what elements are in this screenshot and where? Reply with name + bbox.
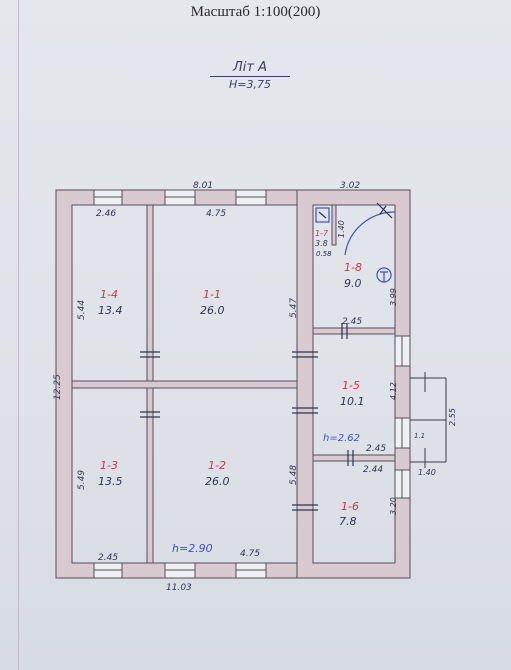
- annex-wall: [296, 189, 411, 579]
- room-area-1-3: 13.5: [98, 475, 123, 488]
- dim-r13-h: 5.49: [77, 470, 87, 490]
- height-main: h=2.90: [172, 542, 213, 555]
- bathtub-arc-icon: [344, 211, 396, 256]
- litera-title: Літ А: [210, 60, 290, 77]
- room-area-1-2: 26.0: [205, 475, 230, 488]
- room-label-1-1: 1-1: [203, 288, 221, 301]
- dim-r18-w: 2.45: [342, 317, 362, 327]
- partitions: [71, 204, 396, 564]
- room-label-1-4: 1-4: [100, 288, 118, 301]
- room-label-1-7: 1-7: [315, 229, 329, 238]
- room-area-1-5: 10.1: [340, 395, 365, 408]
- dim-r18-h: 3.99: [389, 288, 398, 306]
- doors: [140, 323, 354, 511]
- toilet-icon: [376, 267, 392, 283]
- dim-r11-w: 4.75: [206, 209, 226, 219]
- dim-r15-h: 4.12: [389, 382, 398, 400]
- litera-stamp: Літ А Н=3,75: [210, 60, 290, 91]
- scale-caption: Масштаб 1:100(200): [190, 4, 321, 20]
- room-label-1-8: 1-8: [344, 261, 362, 274]
- room-area-1-4: 13.4: [98, 304, 123, 317]
- room-area-1-6: 7.8: [339, 515, 357, 528]
- dim-r17-w: 0.58: [316, 250, 332, 258]
- room-area-1-7: 3.8: [315, 239, 328, 248]
- margin-line: [18, 0, 19, 670]
- partition-horizontal-main: [71, 380, 298, 389]
- room-label-1-6: 1-6: [341, 500, 359, 513]
- room-label-1-5: 1-5: [342, 379, 360, 392]
- dim-porch-h: 2.55: [448, 408, 457, 426]
- room-labels: 1-4 13.4 1-1 26.0 1-3 13.5 1-2 26.0 1-7 …: [98, 229, 365, 528]
- dim-r15-w: 2.45: [366, 444, 386, 454]
- room-area-1-8: 9.0: [344, 277, 362, 290]
- partition-r15-bottom: [312, 454, 396, 462]
- dim-r14-w: 2.46: [96, 209, 116, 219]
- dim-r16-h: 3.20: [389, 497, 398, 515]
- dim-r14-h: 5.44: [77, 300, 87, 320]
- dim-left-total: 12.25: [53, 374, 63, 400]
- partition-r17: [331, 204, 337, 246]
- room-area-1-1: 26.0: [200, 304, 225, 317]
- dimension-labels: 8.01 3.02 12.25 11.03 2.46 4.75 5.44 5.4…: [53, 181, 457, 593]
- dim-r17-h: 1.40: [337, 220, 346, 238]
- height-annex: h=2.62: [323, 433, 360, 444]
- dim-bottom-total: 11.03: [166, 583, 192, 593]
- dim-porch-small: 1.1: [414, 432, 425, 440]
- dim-r11-h: 5.47: [289, 298, 299, 318]
- litera-height: Н=3,75: [229, 78, 271, 91]
- room-label-1-3: 1-3: [100, 459, 118, 472]
- dim-top-left: 8.01: [193, 181, 213, 191]
- dim-r12-h: 5.48: [289, 465, 299, 485]
- fixture-marks: [318, 202, 393, 219]
- dim-r12-w: 4.75: [240, 549, 260, 559]
- window-lines: [94, 196, 403, 571]
- windows: [93, 189, 411, 579]
- dim-r13-w: 2.45: [98, 553, 118, 563]
- walls: [55, 189, 411, 579]
- dim-top-right: 3.02: [340, 181, 360, 191]
- room-label-1-2: 1-2: [208, 459, 226, 472]
- dim-r16-w: 2.44: [363, 465, 383, 475]
- shower-icon: [315, 207, 330, 223]
- height-notes: h=2.90 h=2.62: [172, 433, 360, 555]
- dim-porch-w: 1.40: [418, 468, 436, 477]
- porch: [410, 372, 447, 468]
- partition-r18-bottom: [312, 327, 396, 335]
